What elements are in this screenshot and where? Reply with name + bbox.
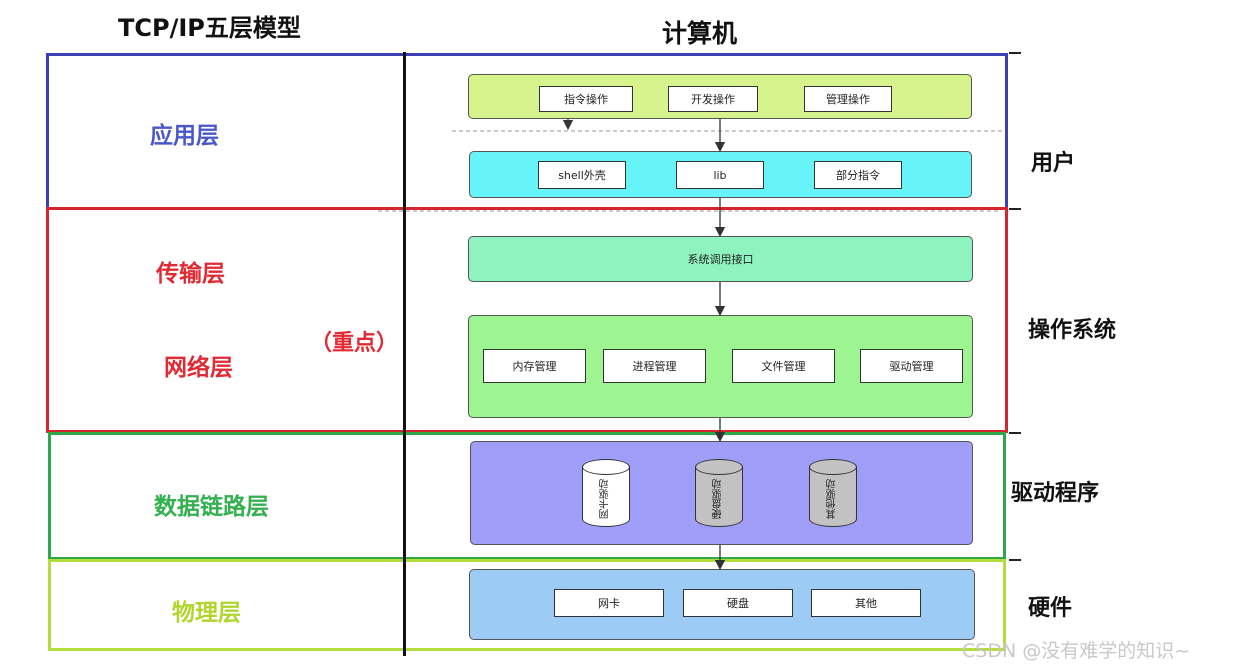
manager-box: 进程管理 [603,349,706,383]
command-box: 指令操作 [539,86,633,112]
section-tick [1009,208,1021,210]
key-point-label: （重点） [310,331,399,356]
device-box: 硬盘 [683,589,793,617]
computer-title: 计算机 [662,19,738,48]
syscall-label: 系统调用接口 [687,253,754,266]
hardware-panel: 网卡 硬盘 其他 [469,569,975,640]
data-link-layer-label: 数据链路层 [154,494,269,520]
model-title: TCP/IP五层模型 [118,14,301,42]
disk-driver-cylinder: 硬盘驱动 [695,459,743,531]
manager-box: 内存管理 [483,349,586,383]
os-section-label: 操作系统 [1028,318,1117,343]
transport-network-layer-frame [46,207,1008,433]
data-link-layer-frame [48,432,1006,560]
hardware-section-label: 硬件 [1028,596,1073,621]
manager-box: 文件管理 [732,349,835,383]
device-box: 网卡 [554,589,664,617]
section-tick [1009,559,1021,561]
user-section-label: 用户 [1031,151,1076,176]
device-box: 其他 [811,589,921,617]
driver-panel: 网卡驱动 硬盘驱动 其他驱动 [470,441,973,545]
nic-driver-cylinder: 网卡驱动 [582,459,630,531]
manager-box: 驱动管理 [860,349,963,383]
application-layer-label: 应用层 [150,123,219,149]
physical-layer-frame [48,559,1006,651]
management-panel: 内存管理 进程管理 文件管理 驱动管理 [468,315,973,418]
section-tick [1009,432,1021,434]
shell-panel: shell外壳 lib 部分指令 [469,151,972,198]
section-tick [1009,52,1021,54]
command-panel: 指令操作 开发操作 管理操作 [468,74,972,119]
vertical-divider [403,52,406,656]
watermark: CSDN @没有难学的知识~ [962,640,1191,662]
shell-box: lib [676,161,764,189]
other-driver-cylinder: 其他驱动 [809,459,857,531]
command-box: 管理操作 [804,86,892,112]
physical-layer-label: 物理层 [172,600,241,626]
command-box: 开发操作 [668,86,758,112]
shell-box: 部分指令 [814,161,902,189]
transport-layer-label: 传输层 [156,261,225,287]
network-layer-label: 网络层 [164,355,233,381]
shell-box: shell外壳 [538,161,626,189]
driver-section-label: 驱动程序 [1011,481,1100,506]
